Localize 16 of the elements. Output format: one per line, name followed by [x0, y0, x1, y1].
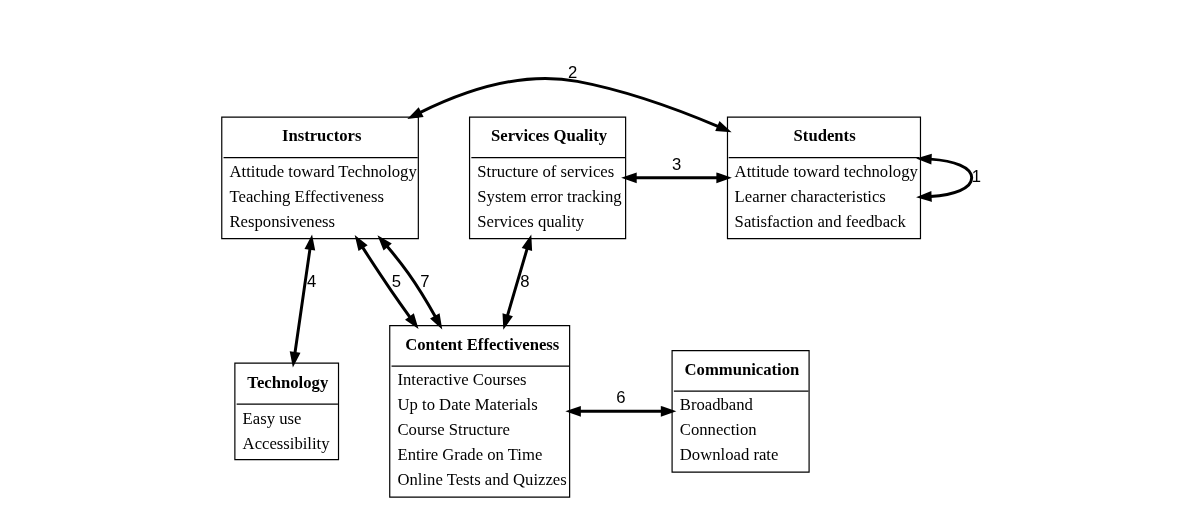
edge-label: 7 — [419, 271, 430, 291]
arrow — [502, 234, 532, 330]
arrow — [376, 235, 442, 330]
arrow — [564, 405, 676, 417]
arrow — [406, 77, 732, 133]
edge-label: 1 — [971, 167, 981, 187]
edge-label: 4 — [306, 271, 316, 291]
edge-label: 3 — [671, 154, 681, 174]
edge-label: 2 — [567, 63, 577, 83]
edge-label: 8 — [519, 271, 530, 291]
arrow — [289, 234, 315, 368]
arrow — [915, 153, 973, 202]
arrow — [620, 172, 732, 184]
arrow — [354, 235, 419, 330]
edge-label: 6 — [615, 388, 625, 408]
edge-label: 5 — [391, 271, 401, 291]
